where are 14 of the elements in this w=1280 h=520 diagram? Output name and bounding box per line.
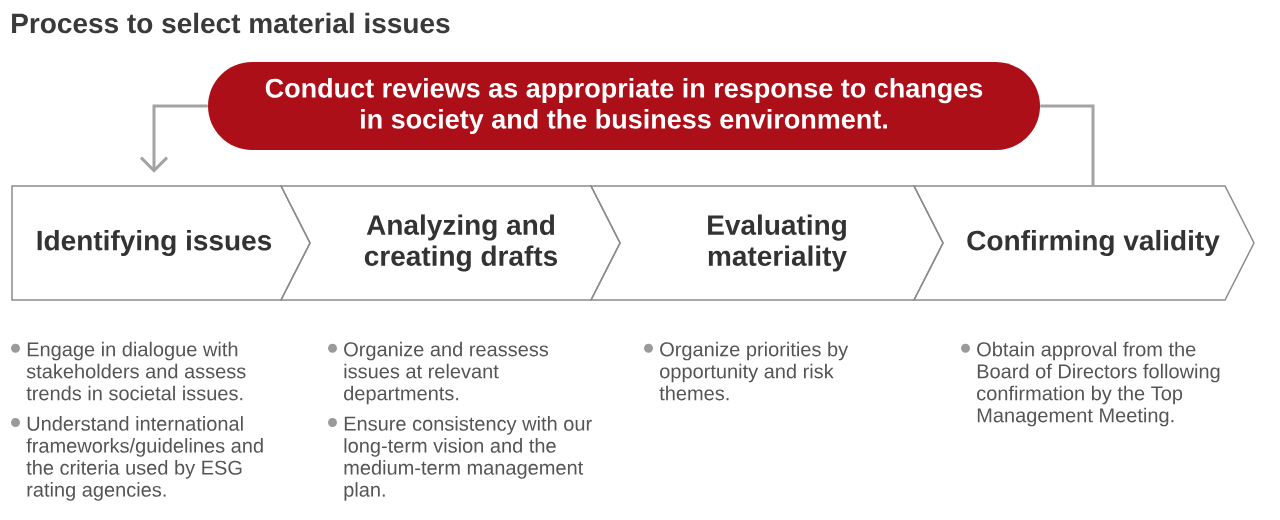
bullet-text: Obtain approval from the Board of Directors following confirmation by the Top Management Meeting.	[977, 341, 1220, 427]
bullet-text: Engage in dialogue with stakeholders and assess trends in societal issues.	[26, 341, 246, 401]
process-step: Identifying issues	[11, 185, 311, 301]
bullet-text: Organize and reassess issues at relevant departments.	[344, 341, 549, 405]
review-banner: Conduct reviews as appropriate in response to changes in society and the business environment.	[208, 62, 1040, 150]
connector-line	[1040, 104, 1095, 186]
process-step: Evaluating materiality	[589, 185, 944, 301]
bullet-text: Understand international frameworks/guidelines and the criteria used by ESG rating agencies.	[26, 416, 263, 501]
process-step: Analyzing and creating drafts	[279, 185, 621, 301]
arrow	[139, 104, 208, 173]
bullet-text: Ensure consistency with our long-term vision and the medium-term management plan.	[344, 416, 592, 501]
process-step: Confirming validity	[912, 185, 1255, 301]
bullet-text: Organize priorities by opportunity and risk themes.	[659, 341, 849, 401]
title: Process to select material issues	[12, 12, 450, 34]
